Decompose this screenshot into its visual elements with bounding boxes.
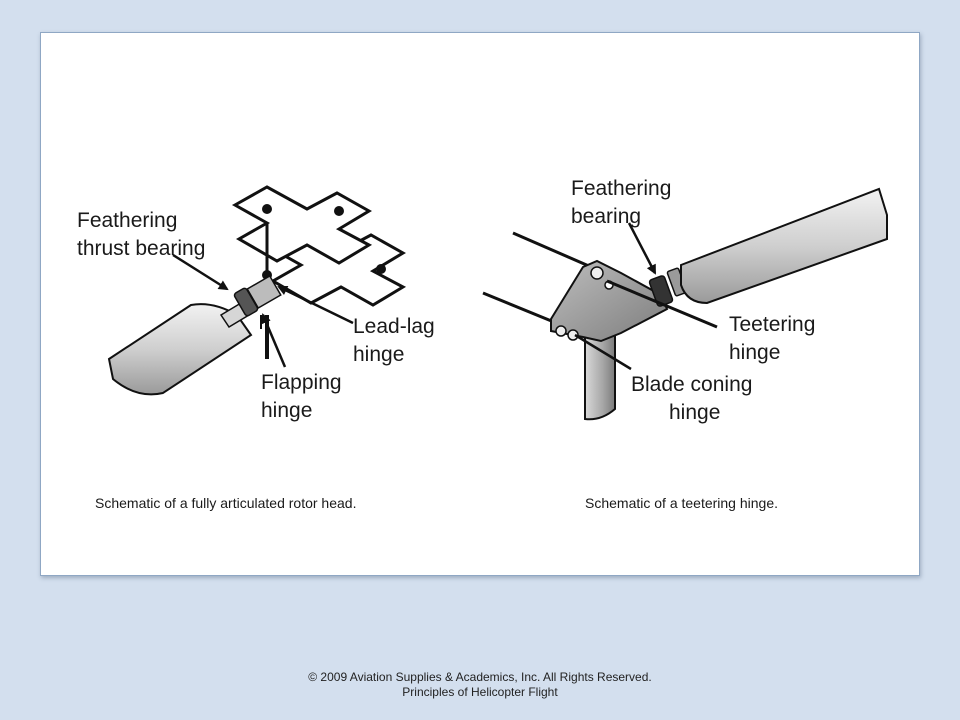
bolt-hole [376,264,386,274]
label-blade-coning-hinge: Blade coning hinge [631,373,758,424]
footer: © 2009 Aviation Supplies & Academics, In… [0,670,960,700]
slide-panel: Feathering thrust bearing Lead-lag hinge… [40,32,920,576]
copyright-notice: © 2009 Aviation Supplies & Academics, In… [308,670,652,684]
book-title: Principles of Helicopter Flight [402,685,558,699]
leader-flapping [261,313,287,368]
leader-lead-lag [277,285,354,325]
leader-blade-coning [574,333,632,371]
bolt-hole [262,204,272,214]
blade-right [680,187,888,305]
label-feathering-thrust-bearing: Feathering thrust bearing [77,209,205,260]
label-feathering-bearing: Feathering bearing [571,177,677,228]
blade-left [107,303,253,396]
label-lead-lag-hinge: Lead-lag hinge [353,315,441,366]
flapping-hinge-block [246,274,282,310]
hub-yoke [550,259,669,343]
articulated-rotor-schematic: Feathering thrust bearing Lead-lag hinge… [77,185,441,422]
leader-feathering-thrust [172,253,229,291]
rotor-diagrams: Feathering thrust bearing Lead-lag hinge… [77,177,888,424]
teetering-hinge-schematic: Feathering bearing Teetering hinge Blade… [482,177,888,424]
caption-teetering: Schematic of a teetering hinge. [585,495,779,511]
caption-articulated: Schematic of a fully articulated rotor h… [95,495,357,511]
label-flapping-hinge: Flapping hinge [261,371,347,422]
label-teetering-hinge: Teetering hinge [729,313,821,364]
leader-feathering-bearing [627,222,657,275]
bolt-hole [334,206,344,216]
